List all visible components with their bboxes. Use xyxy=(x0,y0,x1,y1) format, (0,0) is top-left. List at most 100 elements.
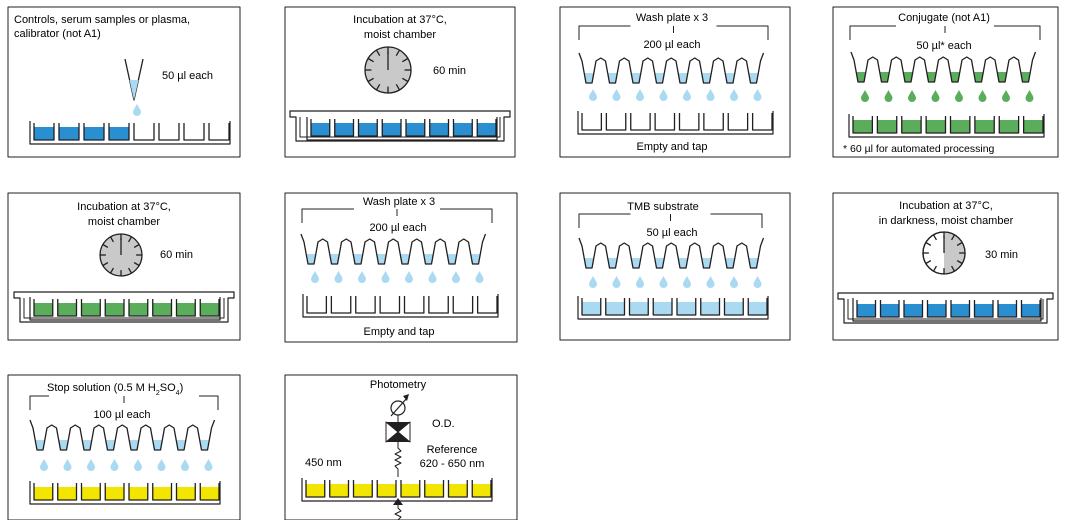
plate-frame xyxy=(306,117,498,141)
panel-photometry: Photometry O.D. 450 nm Reference 620 - 6… xyxy=(284,374,518,520)
well xyxy=(471,480,492,498)
tip-liquid xyxy=(330,254,339,264)
well-liquid xyxy=(401,484,420,497)
tips-outline xyxy=(850,51,1037,83)
well xyxy=(57,483,78,501)
well xyxy=(1022,116,1044,134)
drop xyxy=(1002,90,1010,102)
drop xyxy=(753,89,762,101)
well xyxy=(80,299,101,317)
bracket-right xyxy=(710,213,763,228)
panel-text-line2: in darkness, moist chamber xyxy=(879,215,1014,227)
well xyxy=(158,123,180,141)
drop xyxy=(636,276,644,288)
well xyxy=(330,296,352,314)
well xyxy=(925,116,947,134)
well xyxy=(310,119,331,137)
well-liquid xyxy=(1023,120,1043,133)
multichannel-pipette-bracket xyxy=(301,208,493,223)
tip-liquid xyxy=(306,254,316,264)
well xyxy=(355,296,376,314)
well-liquid xyxy=(34,303,53,316)
well-liquid xyxy=(582,302,601,315)
tip-liquid xyxy=(631,73,641,83)
panel-text-line1: Incubation at 37°C, xyxy=(899,200,993,212)
well-liquid xyxy=(57,487,77,500)
moist-chamber-tray xyxy=(289,110,511,142)
panel-incubation-dark: Incubation at 37°C, in darkness, moist c… xyxy=(832,192,1059,341)
well xyxy=(428,296,449,314)
well xyxy=(676,298,697,316)
tip-liquid xyxy=(678,73,688,83)
stop-title-end: ) xyxy=(180,382,184,394)
drop xyxy=(334,271,343,283)
well-liquid xyxy=(152,303,172,316)
panel-text-line1: Controls, serum samples or plasma, xyxy=(14,14,190,26)
well xyxy=(199,483,220,501)
well-liquid xyxy=(998,304,1017,317)
well xyxy=(424,480,445,498)
well-liquid xyxy=(853,120,873,133)
tip-liquid xyxy=(59,440,68,450)
well xyxy=(400,480,421,498)
drop xyxy=(63,459,72,471)
drop xyxy=(110,459,119,471)
panel-incubation-2: Incubation at 37°C, moist chamber 60 min xyxy=(7,192,241,341)
tip-liquid xyxy=(1021,72,1030,82)
drop xyxy=(405,271,413,283)
tip-liquid xyxy=(678,258,688,268)
stop-title-sub1: 2 xyxy=(156,390,160,397)
well xyxy=(581,113,603,131)
plate-frame xyxy=(29,481,221,505)
tip-liquid xyxy=(997,72,1007,82)
well xyxy=(80,483,101,501)
well xyxy=(357,119,378,137)
tip-liquid xyxy=(153,440,162,450)
panel-substrate: TMB substrate 50 µl each xyxy=(559,192,791,341)
tips-outline xyxy=(578,52,765,84)
well xyxy=(175,299,196,317)
drop xyxy=(955,90,963,102)
panel-title: Photometry xyxy=(370,379,427,391)
pipette-tip xyxy=(124,58,144,101)
panel-wash-1: Wash plate x 3 200 µl each Empty and tap xyxy=(559,6,791,158)
well xyxy=(403,296,425,314)
clock-tick xyxy=(395,84,401,91)
well xyxy=(703,113,724,131)
drop xyxy=(181,459,189,471)
panel-text-line2: moist chamber xyxy=(88,216,160,228)
drops-row xyxy=(40,459,213,471)
clock-tick xyxy=(950,234,956,241)
well-liquid xyxy=(700,302,720,315)
clock-tick xyxy=(127,267,133,274)
tips-outline xyxy=(578,237,765,269)
well xyxy=(175,483,196,501)
volume-label: 50 µl each xyxy=(647,227,698,239)
multichannel-pipette-bracket xyxy=(578,25,769,40)
well-liquid xyxy=(974,304,993,317)
microplate-strip xyxy=(29,121,231,145)
well xyxy=(751,113,773,131)
clock-tick xyxy=(127,236,133,243)
clock-tick xyxy=(375,49,381,56)
well-liquid xyxy=(677,302,696,315)
panel-title: TMB substrate xyxy=(627,201,699,213)
clock-tick xyxy=(102,243,109,249)
drop xyxy=(706,276,715,288)
well-liquid xyxy=(200,487,219,500)
well-liquid xyxy=(152,487,172,500)
drop xyxy=(683,276,691,288)
volume-label: 100 µl each xyxy=(93,409,150,421)
tip-liquid xyxy=(35,440,45,450)
clock-tick xyxy=(109,236,115,243)
drop xyxy=(40,459,48,471)
clock-icon xyxy=(922,231,966,275)
well-liquid xyxy=(200,303,219,316)
well xyxy=(108,123,130,141)
stop-title-sub2: 4 xyxy=(176,390,180,397)
bracket-left xyxy=(301,208,354,223)
clock-tick xyxy=(133,261,140,267)
light-path-lower xyxy=(394,505,402,520)
microplate-strip xyxy=(852,298,1042,322)
clock-tick xyxy=(402,77,409,83)
